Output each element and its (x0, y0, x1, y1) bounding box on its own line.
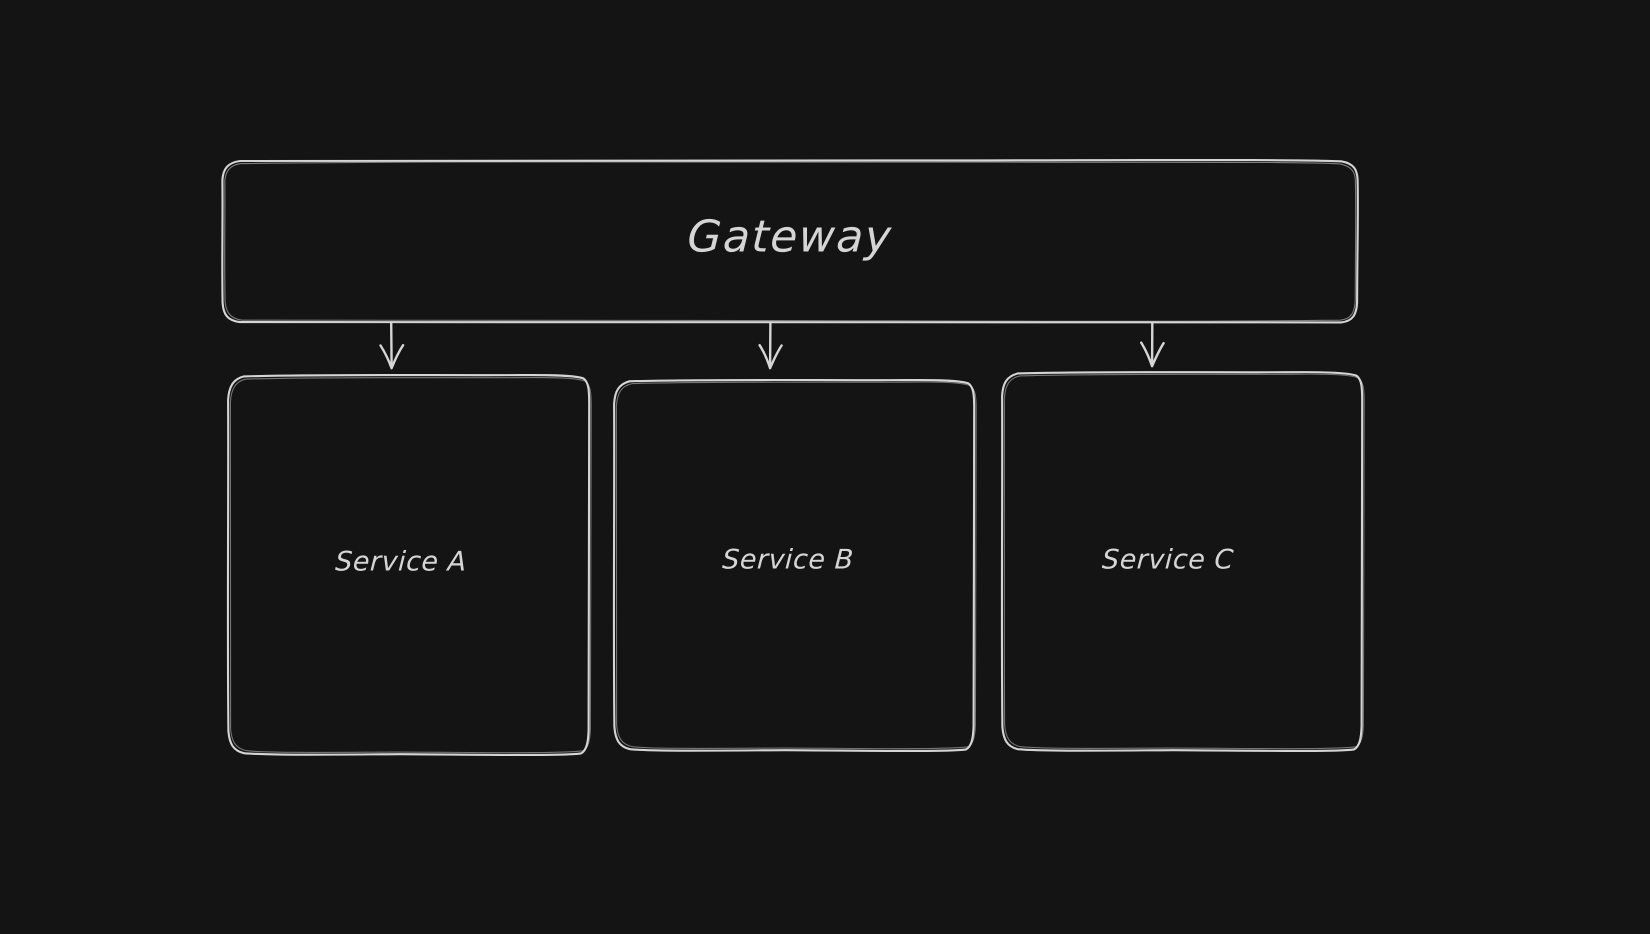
arrow-down-icon (758, 344, 783, 370)
edge-gateway-to-service-c[interactable] (1140, 321, 1165, 368)
arrow-down-icon (379, 344, 405, 370)
edge-gateway-to-service-b[interactable] (758, 321, 783, 370)
edge-gateway-to-service-a[interactable] (379, 321, 405, 370)
node-service-a-shape[interactable] (226, 373, 592, 757)
arrow-down-icon (1140, 341, 1165, 368)
node-service-b-shape[interactable] (612, 378, 977, 753)
node-gateway[interactable] (222, 160, 1358, 323)
node-gateway-shape[interactable] (221, 158, 1359, 325)
node-service-b[interactable] (612, 380, 972, 752)
node-service-a[interactable] (226, 375, 587, 755)
node-service-c-shape[interactable] (1000, 371, 1365, 753)
node-service-c[interactable] (1000, 372, 1360, 752)
